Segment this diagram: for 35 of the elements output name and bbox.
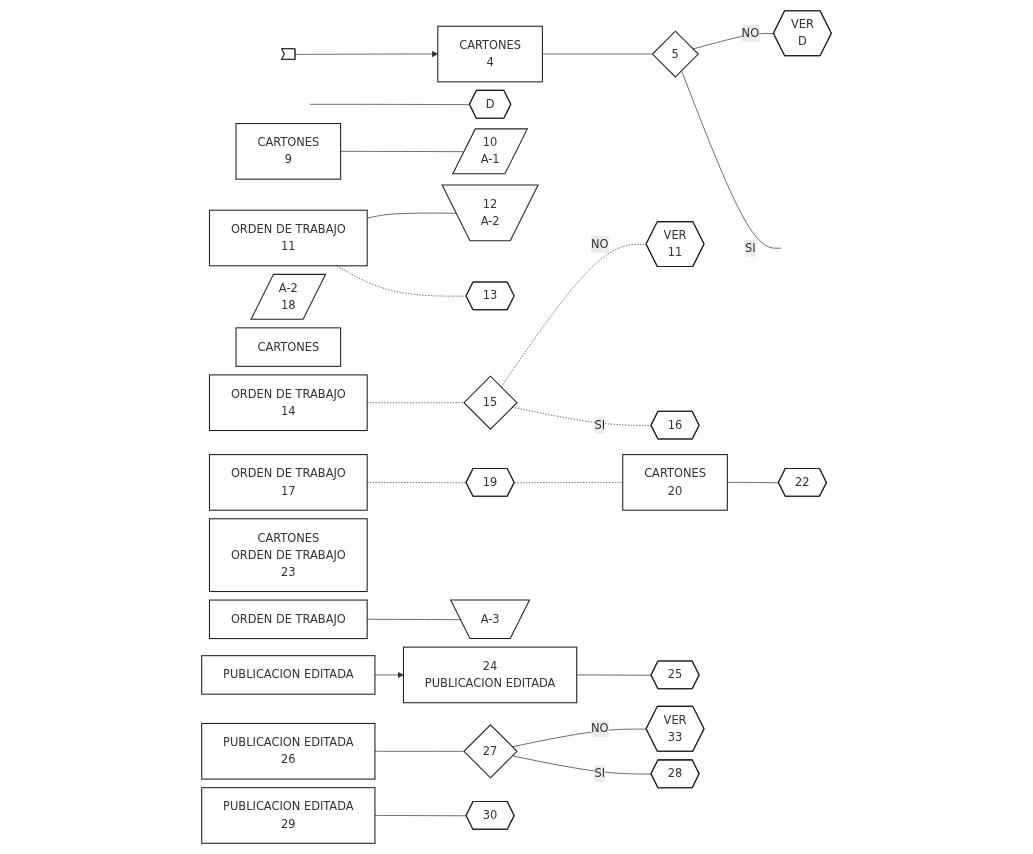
- connector: [511, 728, 647, 748]
- connector: [511, 755, 652, 775]
- node-box: CARTONES 9: [235, 123, 342, 180]
- node-box: CARTONES 20: [622, 454, 728, 511]
- node-box: PUBLICACION EDITADA: [201, 655, 376, 695]
- connector: [511, 406, 652, 426]
- node-diamond: 27: [463, 724, 518, 779]
- connector: [576, 674, 652, 676]
- connector: [336, 265, 467, 297]
- node-diamond: 5: [651, 30, 699, 78]
- node-box: CARTONES ORDEN DE TRABAJO 23: [208, 518, 368, 593]
- edge-label: SI: [594, 418, 606, 432]
- edge-label: SI: [594, 766, 606, 781]
- edge-label: SI: [745, 241, 756, 255]
- connector: [374, 750, 464, 752]
- connector: [340, 151, 465, 153]
- node-box: ORDEN DE TRABAJO 17: [208, 454, 368, 511]
- node-box: ORDEN DE TRABAJO: [208, 599, 368, 640]
- connector: [500, 244, 647, 388]
- connector: [374, 815, 467, 817]
- node-box: CARTONES 4: [437, 25, 543, 83]
- node-diamond: 15: [463, 375, 518, 430]
- connector: [542, 53, 653, 55]
- connector: [681, 70, 782, 249]
- node-box: CARTONES: [235, 327, 342, 367]
- edge-label: NO: [590, 721, 609, 736]
- node-box: 24 PUBLICACION EDITADA: [402, 646, 578, 704]
- node-box: PUBLICACION EDITADA 26: [201, 722, 376, 780]
- node-box: PUBLICACION EDITADA 29: [201, 787, 376, 844]
- node-box: ORDEN DE TRABAJO 14: [208, 374, 368, 432]
- edge-label: NO: [741, 26, 760, 40]
- edge-label: NO: [590, 236, 609, 251]
- connector: [309, 103, 471, 105]
- connector: [692, 33, 775, 50]
- node-box: ORDEN DE TRABAJO 11: [208, 209, 368, 267]
